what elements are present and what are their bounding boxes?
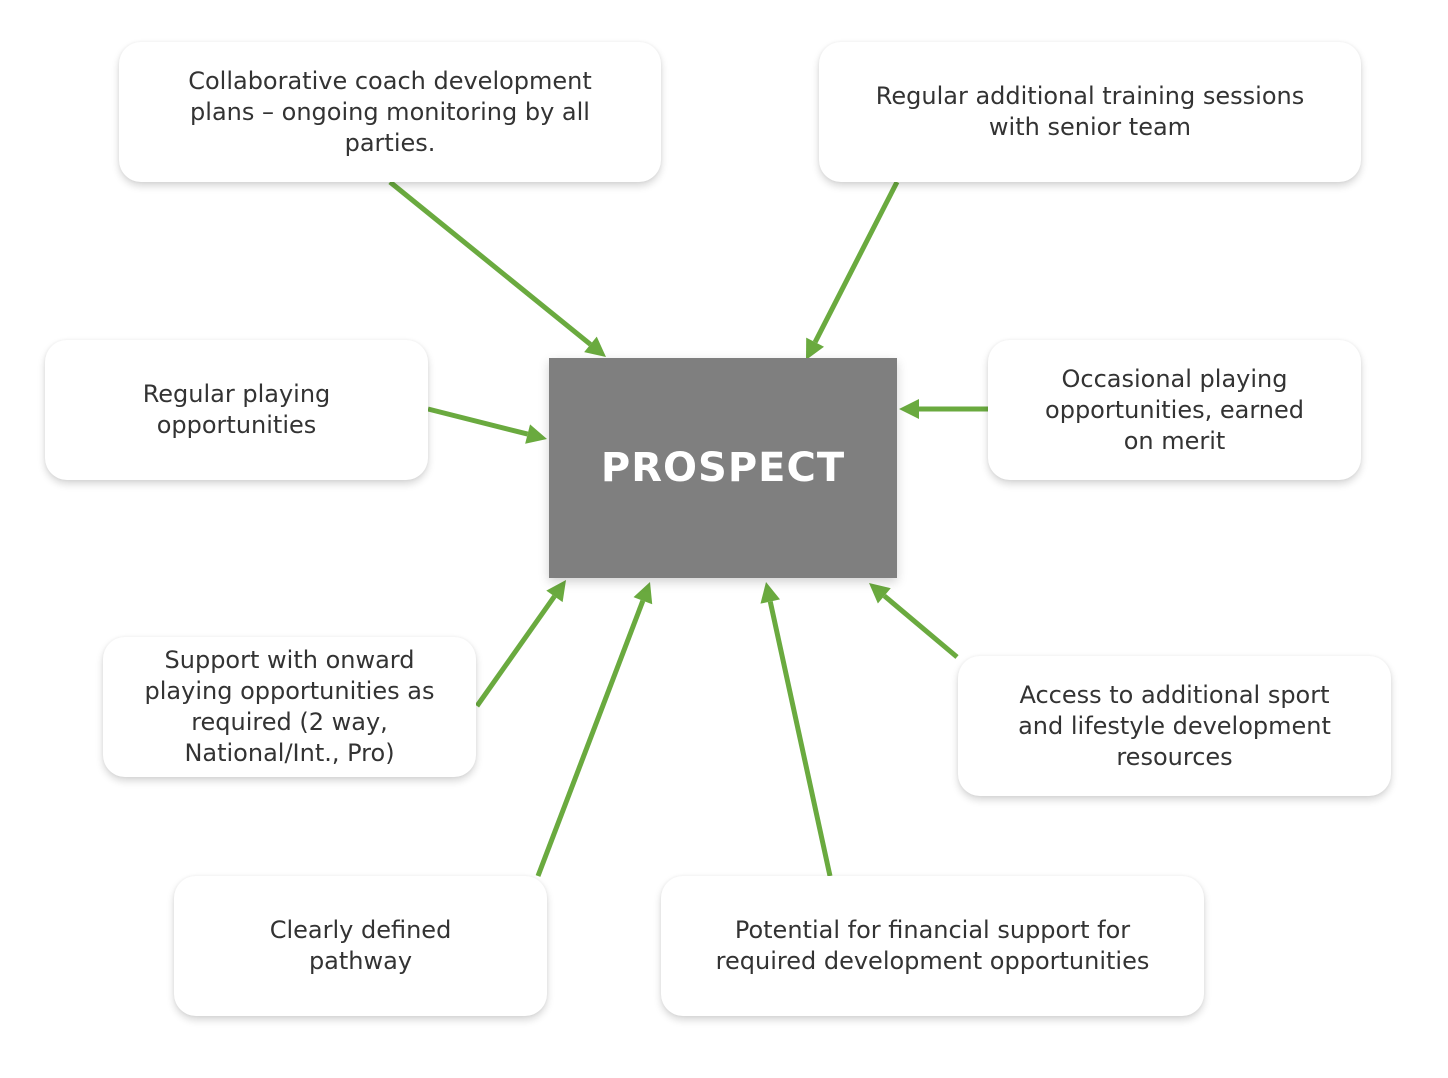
node-training-sessions: Regular additional training sessions wit… <box>819 42 1361 182</box>
arrow <box>427 406 547 444</box>
node-coach-development: Collaborative coach development plans – … <box>119 42 661 182</box>
arrow <box>760 582 833 877</box>
arrow <box>869 583 959 659</box>
arrow <box>388 180 606 357</box>
arrow <box>806 180 900 360</box>
node-lifestyle-resources: Access to additional sport and lifestyle… <box>958 656 1391 796</box>
node-financial-support: Potential for financial support for requ… <box>661 876 1204 1016</box>
node-defined-pathway: Clearly defined pathway <box>174 876 547 1016</box>
node-regular-playing: Regular playing opportunities <box>45 340 428 480</box>
arrow <box>535 582 653 877</box>
arrow <box>899 399 988 419</box>
node-occasional-playing: Occasional playing opportunities, earned… <box>988 340 1361 480</box>
prospect-box: PROSPECT <box>549 358 897 578</box>
node-onward-support: Support with onward playing opportunitie… <box>103 637 476 777</box>
arrow <box>474 580 566 708</box>
